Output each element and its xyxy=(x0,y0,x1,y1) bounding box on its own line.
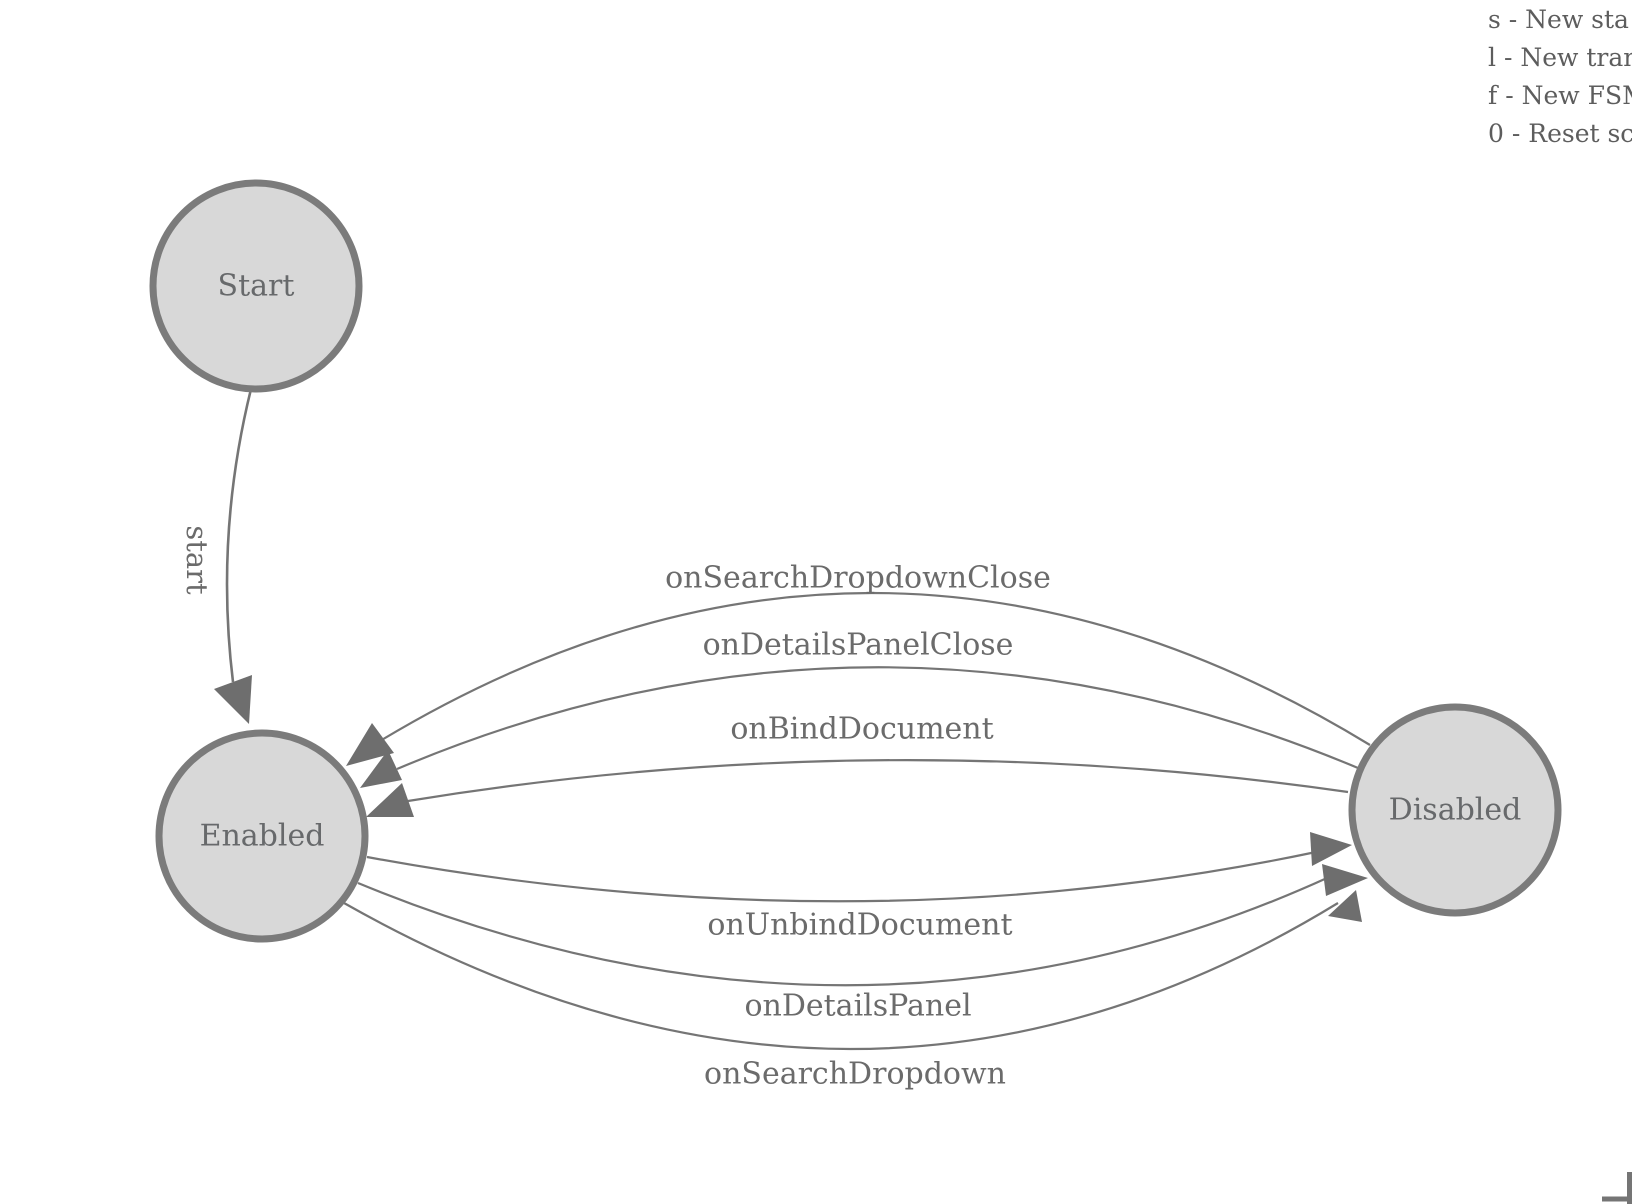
state-circle-start[interactable] xyxy=(149,179,363,393)
transition-edge-onDetailsPanelClose[interactable] xyxy=(396,666,1359,771)
arrowhead-icon xyxy=(360,750,402,788)
arrowhead-icon xyxy=(1322,864,1368,896)
legend-line-new-transition: l - New tran xyxy=(1488,43,1632,72)
state-circle-disabled[interactable] xyxy=(1348,703,1562,917)
canvas-corner-mark xyxy=(1602,1172,1632,1204)
transition-edge-onBindDocument[interactable] xyxy=(407,759,1349,803)
transition-onDetailsPanel: onDetailsPanel xyxy=(357,864,1368,1024)
state-label-disabled: Disabled xyxy=(1389,793,1522,828)
arrowhead-icon xyxy=(1328,890,1362,922)
arrowhead-icon xyxy=(366,783,414,817)
state-node-disabled: Disabled xyxy=(1348,703,1562,917)
legend-line-new-fsm: f - New FSM xyxy=(1488,81,1632,110)
state-node-start: Start xyxy=(149,179,363,393)
transition-edge-onUnbindDocument[interactable] xyxy=(366,850,1317,903)
transition-label-onDetailsPanel[interactable]: onDetailsPanel xyxy=(744,989,971,1024)
transition-start: start xyxy=(180,388,253,724)
transition-onBindDocument: onBindDocument xyxy=(366,712,1349,817)
arrowhead-icon xyxy=(214,675,252,724)
transition-onDetailsPanelClose: onDetailsPanelClose xyxy=(360,628,1359,788)
state-label-start: Start xyxy=(218,269,295,304)
transition-edge-start[interactable] xyxy=(225,388,253,683)
arrowhead-icon xyxy=(1310,832,1352,866)
transition-onSearchDropdownClose: onSearchDropdownClose xyxy=(346,561,1371,766)
transition-onUnbindDocument: onUnbindDocument xyxy=(366,832,1352,943)
transition-label-onSearchDropdown[interactable]: onSearchDropdown xyxy=(704,1057,1006,1092)
transition-edge-onDetailsPanel[interactable] xyxy=(357,876,1328,987)
transition-edge-onSearchDropdown[interactable] xyxy=(343,902,1339,1051)
transition-edge-onSearchDropdownClose[interactable] xyxy=(379,591,1371,746)
transition-onSearchDropdown: onSearchDropdown xyxy=(343,890,1362,1092)
shortcut-legend: s - New sta l - New tran f - New FSM 0 -… xyxy=(1488,1,1632,153)
transition-label-onUnbindDocument[interactable]: onUnbindDocument xyxy=(707,908,1012,943)
state-circle-enabled[interactable] xyxy=(155,729,369,943)
transition-label-start[interactable]: start xyxy=(180,525,214,595)
legend-line-reset: 0 - Reset sca xyxy=(1488,119,1632,148)
state-node-enabled: Enabled xyxy=(155,729,369,943)
transition-label-onDetailsPanelClose[interactable]: onDetailsPanelClose xyxy=(703,628,1014,663)
state-label-enabled: Enabled xyxy=(200,819,325,854)
transition-label-onBindDocument[interactable]: onBindDocument xyxy=(730,712,993,747)
legend-line-new-state: s - New sta xyxy=(1488,5,1629,34)
transition-label-onSearchDropdownClose[interactable]: onSearchDropdownClose xyxy=(665,561,1051,596)
arrowhead-icon xyxy=(346,723,394,766)
